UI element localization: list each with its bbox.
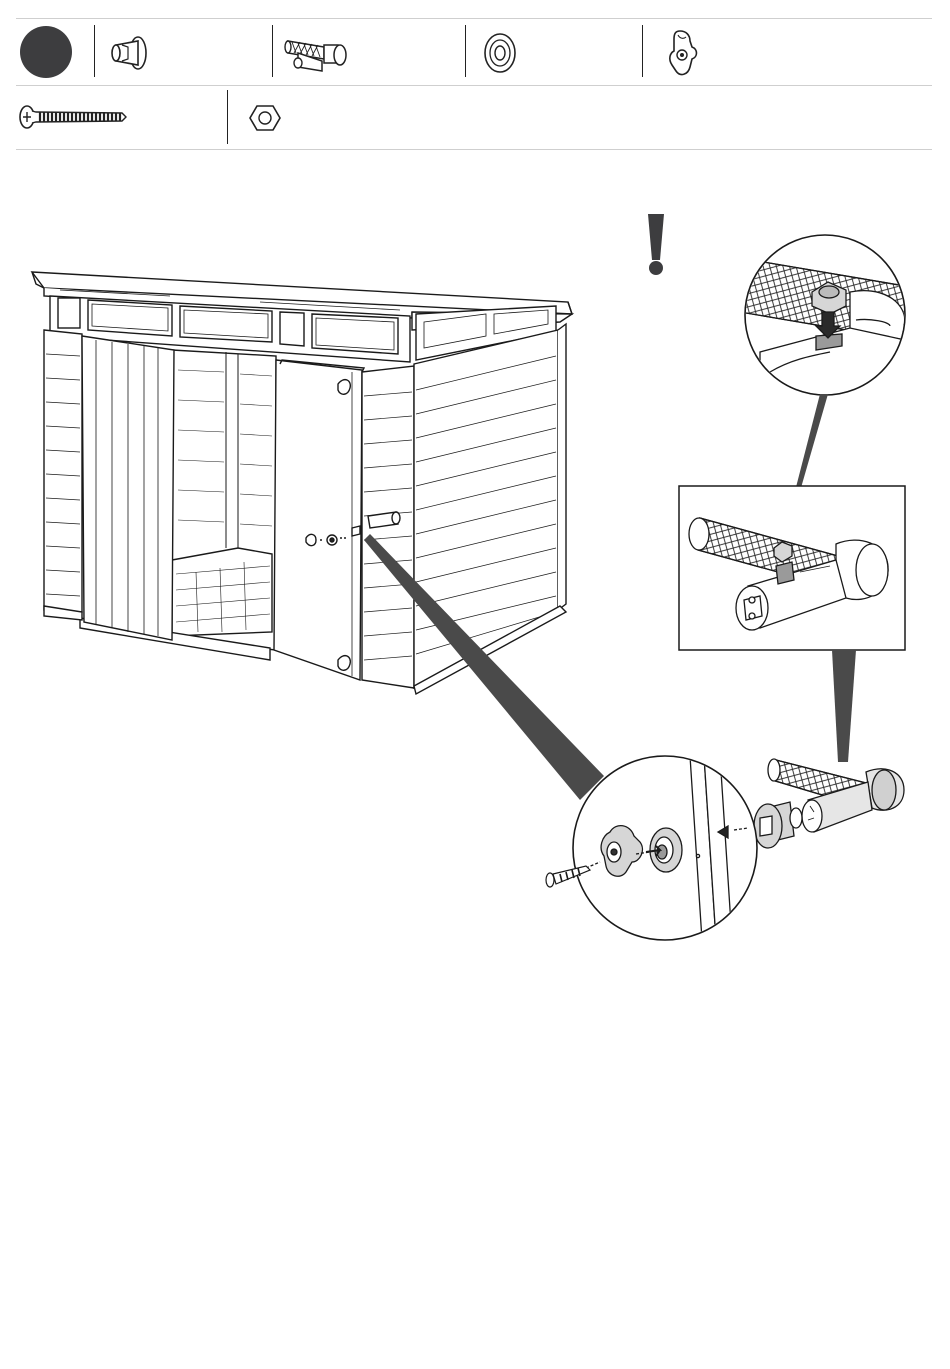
step-badge — [20, 26, 72, 78]
door-pin-bushing-icon — [108, 33, 152, 73]
divider — [94, 25, 95, 77]
washer-icon — [480, 31, 520, 75]
wing-lock-clip-icon — [666, 27, 702, 79]
divider — [272, 25, 273, 77]
long-screw-icon — [18, 103, 128, 131]
pin-assembly-detail-callout — [679, 486, 905, 650]
nut-insert-detail-callout — [740, 235, 905, 400]
leader-wedge — [832, 650, 856, 762]
divider — [465, 25, 466, 77]
parts-row-bottom — [16, 85, 932, 150]
parts-row-top — [16, 18, 932, 86]
hex-nut-icon — [248, 103, 282, 133]
pin-and-bushing-exploded — [754, 759, 904, 848]
assembly-illustration — [0, 160, 950, 960]
warning-exclamation-icon — [648, 214, 664, 275]
shed — [32, 272, 572, 694]
door-handle-pin-icon — [284, 31, 350, 75]
divider — [642, 25, 643, 77]
divider — [227, 90, 228, 144]
